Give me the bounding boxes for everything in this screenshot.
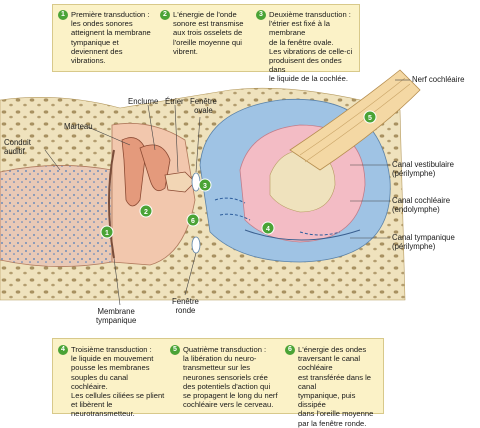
label-nerf-cochleaire: Nerf cochléaire — [412, 75, 465, 84]
marker-2-circle — [139, 204, 153, 218]
step-6-badge: 6 — [285, 345, 295, 355]
step-4-badge: 4 — [58, 345, 68, 355]
incus-shape — [139, 144, 171, 192]
step-3-badge: 3 — [256, 10, 266, 20]
step-1-text: Première transduction : les ondes sonore… — [71, 10, 151, 66]
marker-6-circle — [186, 213, 200, 227]
step-2-text: L'énergie de l'onde sonore est transmise… — [173, 10, 244, 56]
marker-1: 1 — [105, 230, 109, 237]
step-5-badge: 5 — [170, 345, 180, 355]
step-4: 4 Troisième transduction : le liquide en… — [58, 345, 166, 419]
marker-5: 5 — [368, 115, 372, 122]
label-marteau: Marteau — [64, 122, 93, 131]
label-fenetre-ovale: Fenêtre ovale — [190, 97, 217, 115]
marker-3: 3 — [203, 183, 207, 190]
cochlear-nerve — [289, 69, 421, 171]
label-fenetre-ronde: Fenêtre ronde — [172, 297, 199, 315]
label-membrane-tympanique: Membrane tympanique — [96, 307, 137, 325]
basilar-membrane — [244, 229, 361, 241]
label-conduit-auditif: Conduit auditif — [4, 138, 31, 156]
step-1-badge: 1 — [58, 10, 68, 20]
diagram-markers: 1 2 3 4 5 6 — [100, 110, 377, 239]
marker-5-circle — [363, 110, 377, 124]
step-4-text: Troisième transduction : le liquide en m… — [71, 345, 165, 419]
step-5-text: Quatrième transduction : la libération d… — [183, 345, 278, 410]
step-1: 1 Première transduction : les ondes sono… — [58, 10, 158, 65]
label-canal-tympanique: Canal tympanique (périlymphe) — [392, 233, 455, 251]
marker-3-circle — [198, 178, 212, 192]
malleus-shape — [121, 137, 147, 207]
label-enclume: Enclume — [128, 97, 159, 106]
oval-window — [191, 172, 201, 192]
marker-1-circle — [100, 225, 114, 239]
marker-4-circle — [261, 221, 275, 235]
ear-canal — [0, 165, 113, 267]
label-etrier: Étrier — [165, 97, 184, 106]
marker-2: 2 — [144, 209, 148, 216]
top-steps-box — [52, 4, 360, 72]
step-2: 2 L'énergie de l'onde sonore est transmi… — [160, 10, 255, 56]
marker-6: 6 — [191, 218, 195, 225]
marker-4: 4 — [266, 226, 270, 233]
step-3-text: Deuxième transduction : l'étrier est fix… — [269, 10, 353, 84]
label-canal-vestibulaire: Canal vestibulaire (périlymphe) — [392, 160, 454, 178]
label-canal-cochleaire: Canal cochléaire (endolymphe) — [392, 196, 451, 214]
step-2-badge: 2 — [160, 10, 170, 20]
tympanic-membrane — [108, 149, 115, 259]
stapes-shape — [164, 171, 196, 193]
step-3: 3 Deuxième transduction : l'étrier est f… — [256, 10, 360, 84]
bottom-steps-box — [52, 338, 384, 414]
step-5: 5 Quatrième transduction : la libération… — [170, 345, 282, 409]
round-window — [191, 236, 201, 254]
